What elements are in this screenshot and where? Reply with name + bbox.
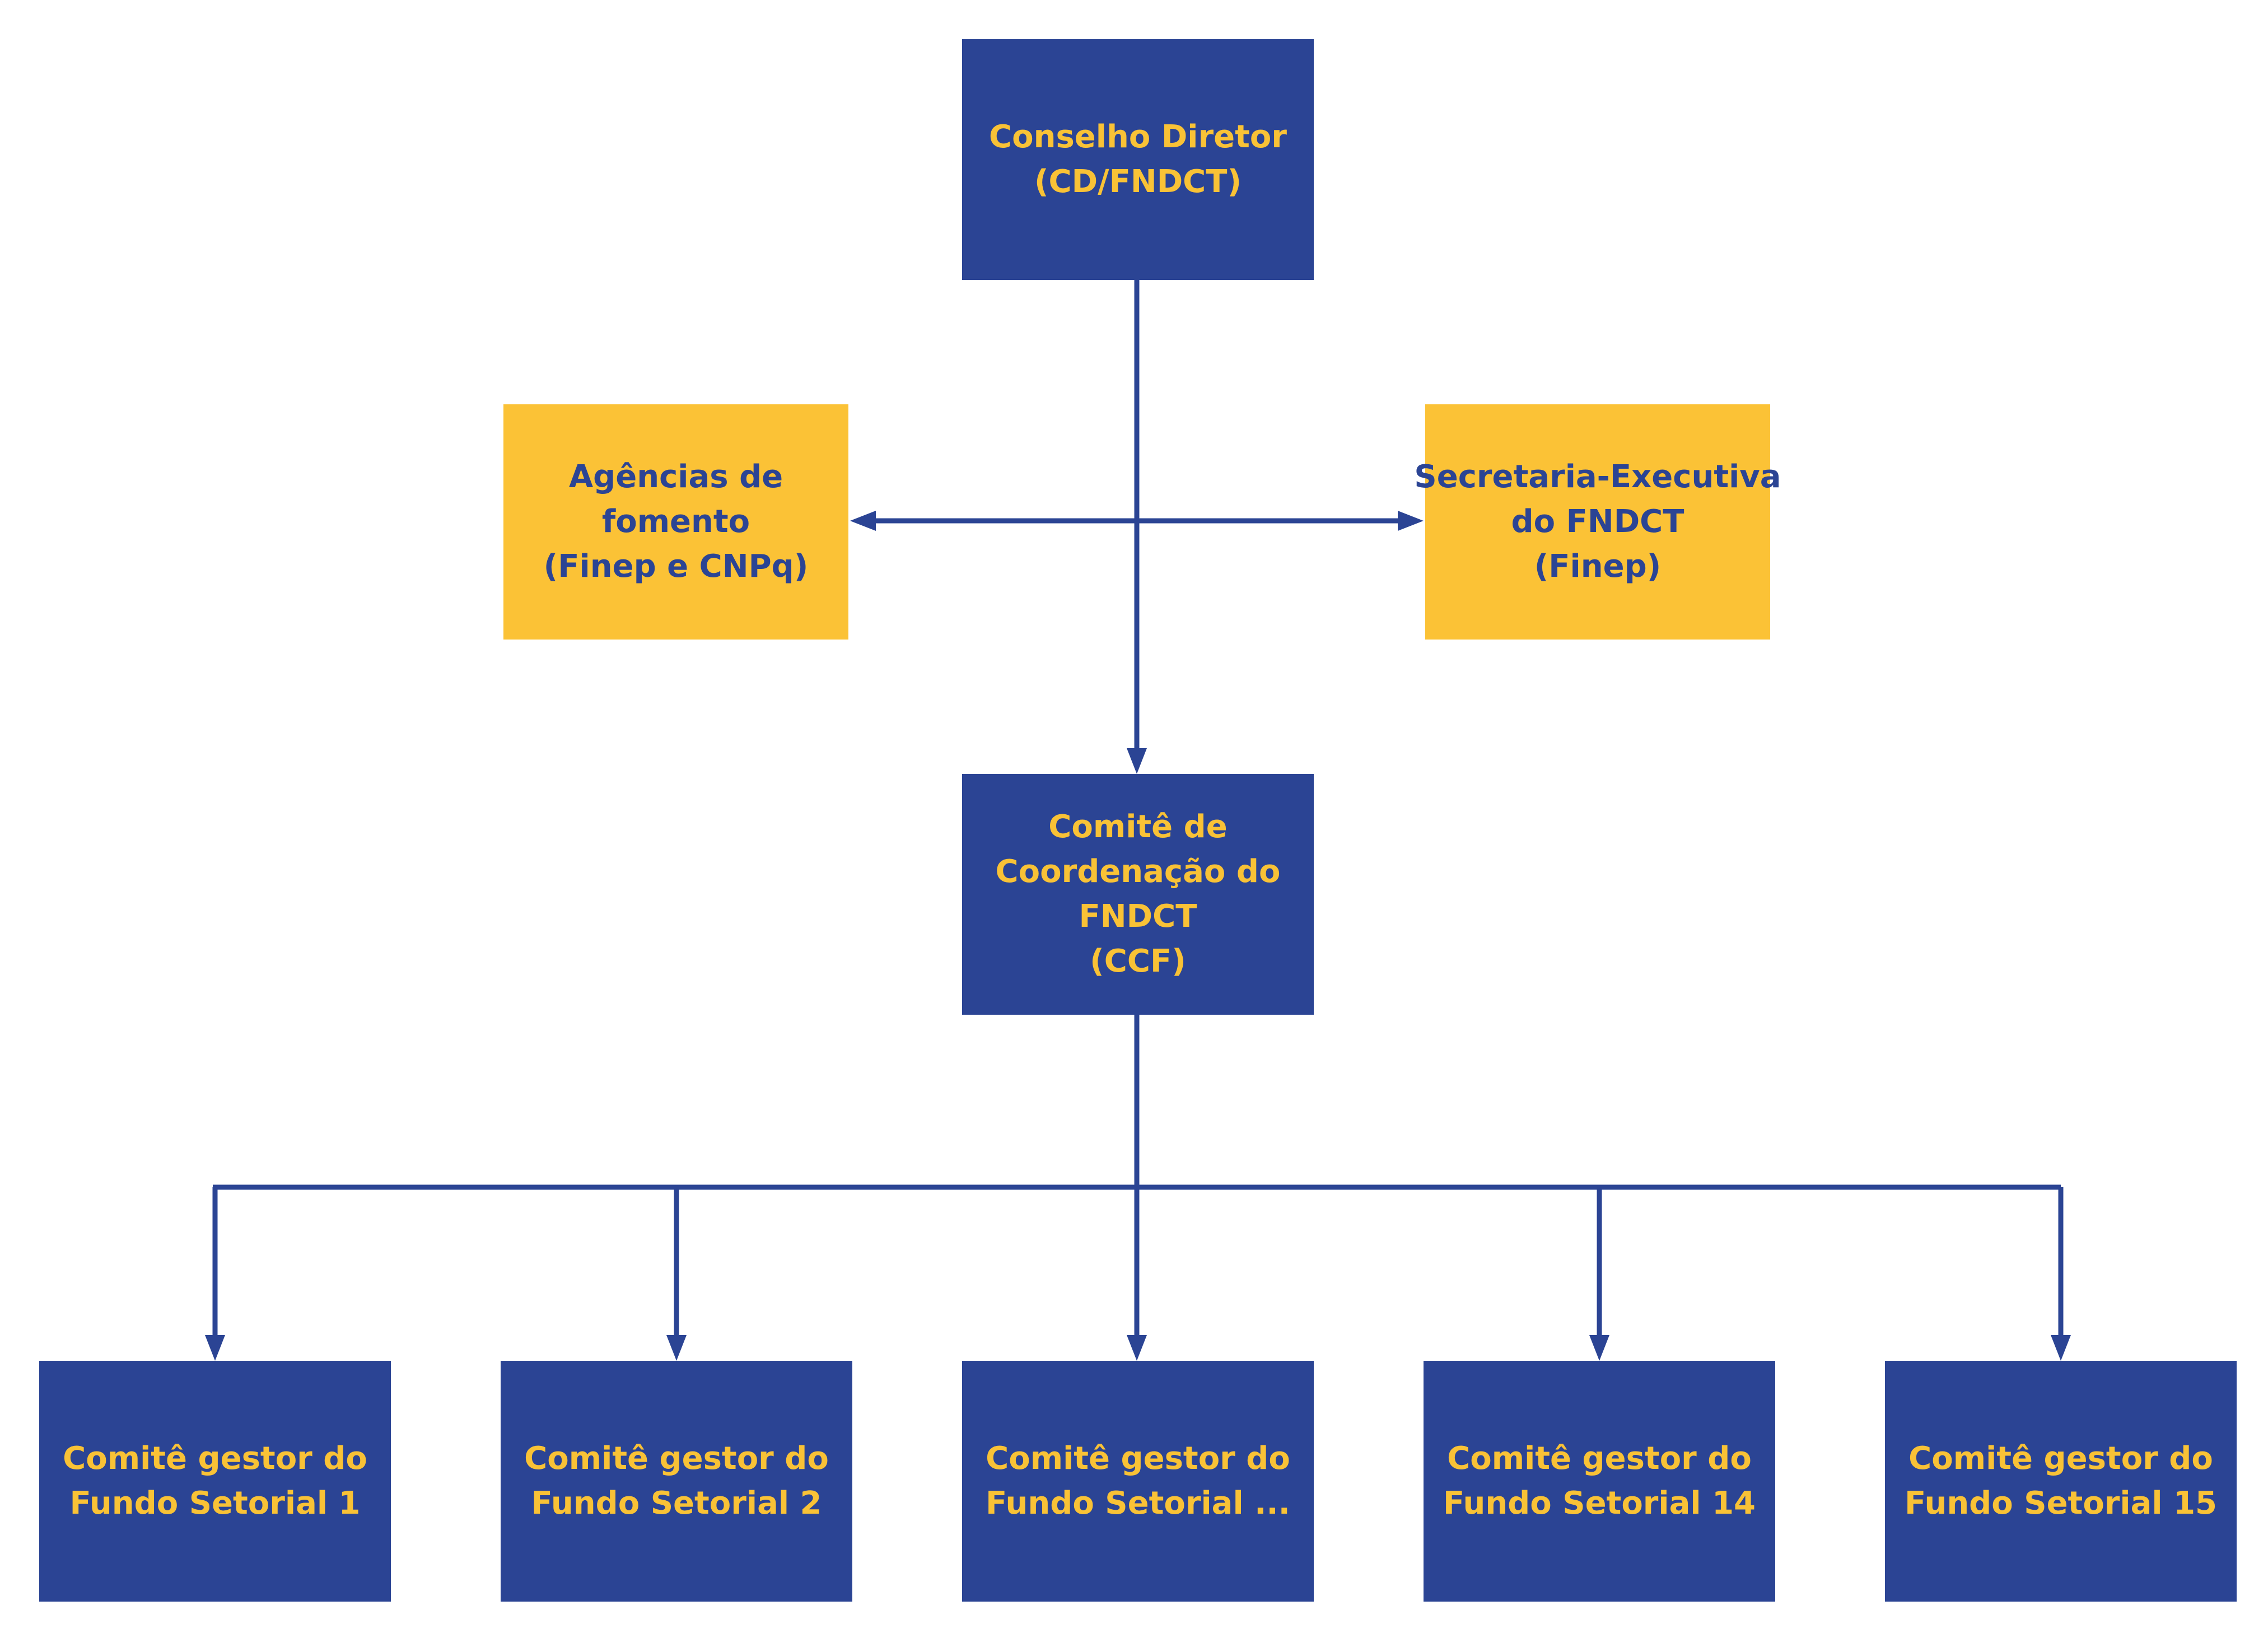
node-fundo-setorial-ellipsis: Comitê gestor do Fundo Setorial ... [962, 1361, 1314, 1602]
arrow-into-agencias [850, 511, 876, 531]
node-fs1-line-2: Fundo Setorial 1 [69, 1485, 361, 1522]
node-conselho-line-1: Conselho Diretor [989, 119, 1287, 155]
node-ccf-line-3: FNDCT [1079, 898, 1197, 935]
node-fs2-line-1: Comitê gestor do [524, 1440, 829, 1477]
node-secretaria-line-1: Secretaria-Executiva [1414, 459, 1781, 495]
node-conselho-diretor: Conselho Diretor (CD/FNDCT) [962, 39, 1314, 280]
node-agencias-line-2: fomento [601, 503, 750, 540]
arrow-into-fs1 [205, 1335, 225, 1361]
node-fundo-setorial-2: Comitê gestor do Fundo Setorial 2 [501, 1361, 852, 1602]
arrow-into-fs15 [2051, 1335, 2071, 1361]
arrow-into-fs3 [1127, 1335, 1147, 1361]
node-fs2-line-2: Fundo Setorial 2 [531, 1485, 822, 1522]
node-fundo-setorial-14: Comitê gestor do Fundo Setorial 14 [1424, 1361, 1775, 1602]
node-fs3-line-2: Fundo Setorial ... [986, 1485, 1290, 1522]
node-ccf-line-1: Comitê de [1048, 809, 1228, 845]
node-fs14-line-1: Comitê gestor do [1447, 1440, 1752, 1477]
node-fs15-line-2: Fundo Setorial 15 [1904, 1485, 2218, 1522]
node-agencias-line-1: Agências de [568, 459, 783, 495]
node-agencias-de-fomento: Agências de fomento (Finep e CNPq) [503, 404, 848, 640]
node-fs15-line-1: Comitê gestor do [1908, 1440, 2213, 1477]
node-fundo-setorial-15: Comitê gestor do Fundo Setorial 15 [1885, 1361, 2237, 1602]
node-secretaria-line-3: (Finep) [1534, 548, 1662, 585]
node-secretaria-executiva: Secretaria-Executiva do FNDCT (Finep) [1414, 404, 1781, 640]
node-ccf-line-4: (CCF) [1090, 943, 1186, 979]
node-conselho-line-2: (CD/FNDCT) [1034, 164, 1242, 200]
node-fundo-setorial-1: Comitê gestor do Fundo Setorial 1 [39, 1361, 391, 1602]
node-secretaria-line-2: do FNDCT [1511, 503, 1684, 540]
node-fs3-line-1: Comitê gestor do [986, 1440, 1290, 1477]
node-agencias-line-3: (Finep e CNPq) [543, 548, 809, 585]
arrow-into-fs14 [1589, 1335, 1609, 1361]
arrow-into-secretaria [1398, 511, 1424, 531]
node-fs14-line-2: Fundo Setorial 14 [1443, 1485, 1756, 1522]
node-comite-coordenacao: Comitê de Coordenação do FNDCT (CCF) [962, 774, 1314, 1015]
arrow-into-ccf [1127, 748, 1147, 774]
node-ccf-line-2: Coordenação do [995, 853, 1281, 890]
arrow-into-fs2 [666, 1335, 687, 1361]
node-fs1-line-1: Comitê gestor do [63, 1440, 367, 1477]
